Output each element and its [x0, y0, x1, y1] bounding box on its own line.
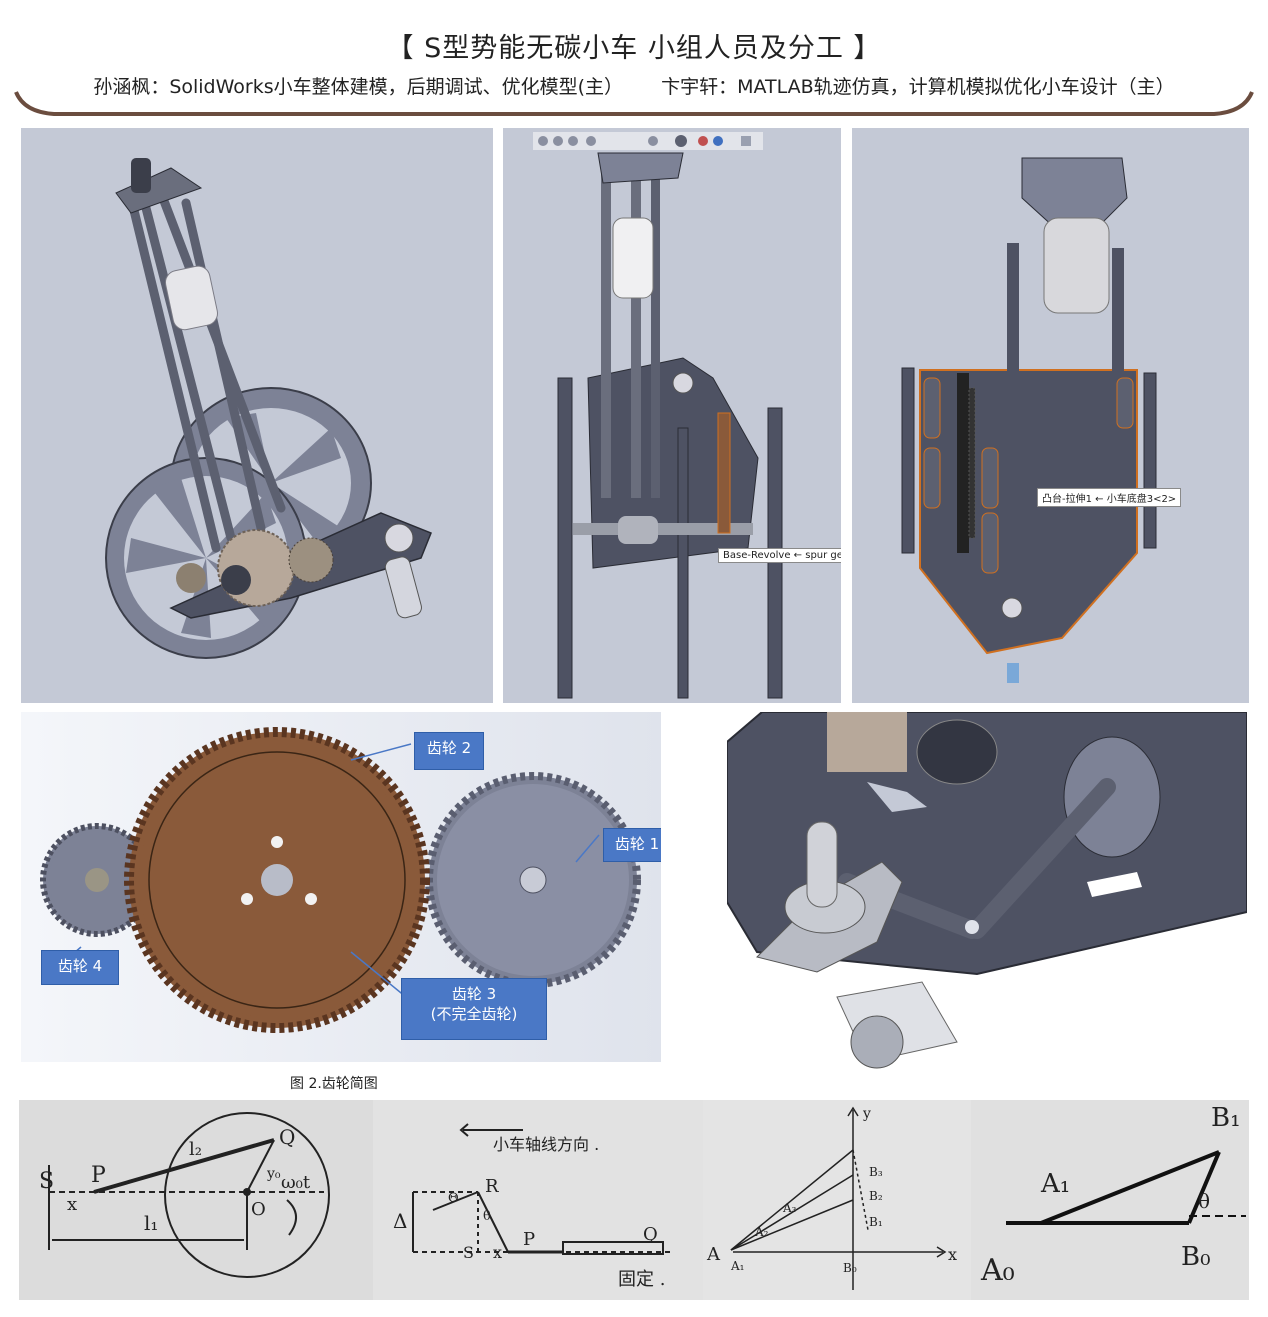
sketch-4-label-theta: θ — [1198, 1189, 1210, 1213]
sketch-2-label-r: R — [485, 1176, 499, 1197]
sketch-steering-geometry: 小车轴线方向 . R P Q Δ Θ θ S x 固定 . — [373, 1100, 703, 1300]
sketch-crank-mechanism: S P Q O x l₁ l₂ y₀ ω₀t — [19, 1100, 373, 1300]
sketch-linkage-triangle: B₁ A₁ θ A₀ B₀ — [971, 1100, 1249, 1300]
sketch-1-label-l1: l₁ — [144, 1211, 158, 1235]
sketch-3-label-b1: B₁ — [869, 1215, 883, 1229]
callout-gear-2: 齿轮 2 — [414, 732, 484, 770]
sketch-coordinate-geometry: y x A A₁ A₂ A₃ B₀ B₁ B₂ B₃ — [703, 1100, 971, 1300]
sketch-3-label-a1: A₁ — [730, 1259, 744, 1273]
sketch-1-label-o: O — [251, 1199, 266, 1220]
gear-4 — [40, 823, 154, 937]
sketch-2-label-s: S — [463, 1243, 474, 1262]
callout-gear-3: 齿轮 3 (不完全齿轮) — [401, 978, 547, 1040]
cad-view-front: Base-Revolve ← spur gea — [503, 128, 841, 703]
callout-gear-3-title: 齿轮 3 — [451, 985, 497, 1003]
car-top-render — [852, 128, 1249, 703]
gear-1 — [425, 772, 641, 988]
sketch-3-label-a: A — [706, 1244, 721, 1265]
sketch-1-label-s: S — [39, 1169, 54, 1194]
sketch-3-label-a2: A₂ — [754, 1225, 769, 1239]
sketch-1-label-wt: ω₀t — [281, 1172, 311, 1193]
sketch-2-label-fixed: 固定 . — [618, 1269, 665, 1290]
sketch-2-label-theta2: θ — [483, 1209, 491, 1224]
car-front-render — [503, 128, 841, 703]
sketch-3-label-x: x — [948, 1245, 957, 1264]
sketch-1-drawing: S P Q O x l₁ l₂ y₀ ω₀t — [19, 1100, 373, 1300]
sketch-1-label-y0: y₀ — [266, 1166, 281, 1182]
callout-gear-3-note: (不完全齿轮) — [430, 1005, 518, 1024]
cad-feature-label-top: 凸台-拉伸1 ← 小车底盘3<2> — [1037, 488, 1182, 507]
sketch-2-direction: 小车轴线方向 . — [493, 1135, 599, 1154]
sketch-4-label-a1: A₁ — [1040, 1169, 1070, 1199]
team-members: 孙涵枫：SolidWorks小车整体建模，后期调试、优化模型(主） 卞宇轩：MA… — [0, 72, 1268, 99]
sketch-2-label-p: P — [523, 1229, 535, 1250]
sketch-2-label-delta: Δ — [393, 1209, 407, 1233]
sketch-2-label-x: x — [493, 1243, 502, 1262]
sketch-1-label-p: P — [91, 1163, 106, 1188]
sketch-3-label-b2: B₂ — [869, 1189, 883, 1203]
sketch-4-label-b1: B₁ — [1211, 1103, 1241, 1133]
sketch-3-drawing: y x A A₁ A₂ A₃ B₀ B₁ B₂ B₃ — [703, 1100, 971, 1300]
cad-view-isometric — [21, 128, 493, 703]
cad-toolbar — [533, 132, 763, 150]
gear-diagram: 齿轮 2 齿轮 1 齿轮 4 齿轮 3 (不完全齿轮) — [21, 712, 661, 1062]
sketch-4-label-b0: B₀ — [1181, 1242, 1211, 1272]
sketch-2-label-q: Q — [643, 1224, 658, 1245]
sketch-4-label-a0: A₀ — [980, 1253, 1015, 1288]
sketch-1-label-x: x — [67, 1194, 77, 1215]
car-isometric-render — [21, 128, 493, 703]
callout-gear-4: 齿轮 4 — [41, 950, 119, 985]
page-title: 【 S型势能无碳小车 小组人员及分工 】 — [386, 33, 882, 64]
sketch-3-label-y: y — [862, 1106, 871, 1122]
sketch-2-label-theta1: Θ — [448, 1191, 459, 1206]
sketch-1-label-l2: l₂ — [189, 1139, 202, 1160]
member-2-role: 卞宇轩：MATLAB轨迹仿真，计算机模拟优化小车设计（主） — [661, 76, 1175, 98]
member-1-role: 孙涵枫：SolidWorks小车整体建模，后期调试、优化模型(主） — [93, 76, 624, 98]
gear-3 — [124, 727, 430, 1033]
sketch-2-drawing: 小车轴线方向 . R P Q Δ Θ θ S x 固定 . — [373, 1100, 703, 1300]
steering-closeup-render — [727, 712, 1247, 1077]
sketch-4-drawing: B₁ A₁ θ A₀ B₀ — [971, 1100, 1249, 1300]
callout-gear-1: 齿轮 1 — [603, 828, 661, 862]
sketch-3-label-a3: A₃ — [782, 1201, 797, 1215]
cad-feature-label-front: Base-Revolve ← spur gea — [718, 548, 841, 563]
header-divider — [14, 91, 1254, 116]
sketch-3-label-b0: B₀ — [843, 1261, 857, 1275]
sketch-1-label-q: Q — [279, 1125, 295, 1149]
sketch-3-label-b3: B₃ — [869, 1165, 883, 1179]
gear-diagram-graphic — [21, 712, 661, 1062]
figure-caption: 图 2.齿轮简图 — [290, 1076, 378, 1092]
cad-closeup — [727, 712, 1247, 1077]
cad-view-top: 凸台-拉伸1 ← 小车底盘3<2> — [852, 128, 1249, 703]
